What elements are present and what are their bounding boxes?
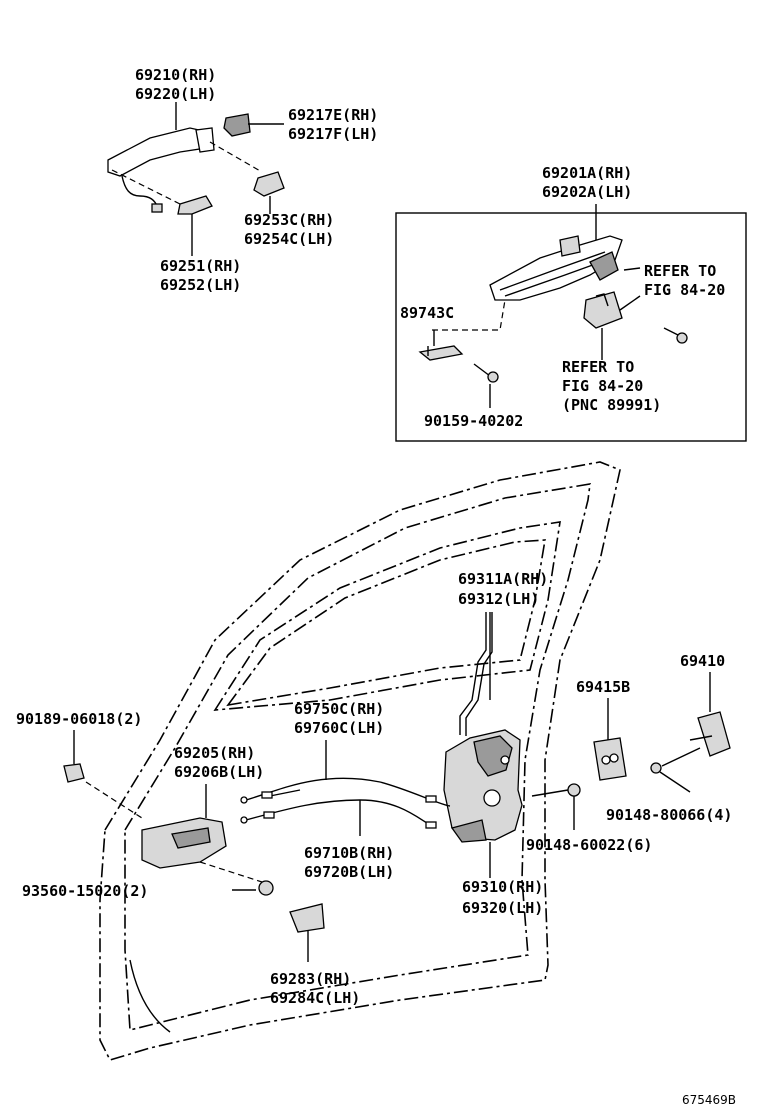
handle-cap (223, 113, 251, 137)
door-lock-assembly (443, 729, 523, 843)
label-refer2-line1: REFER TO (562, 358, 634, 376)
label-handle-cap-lh: 69217F(LH) (288, 125, 378, 143)
label-refer2-line2: FIG 84-20 (562, 377, 643, 395)
label-handle-cap-rh: 69217E(RH) (288, 106, 378, 124)
part-labels: 69210(RH) 69220(LH) 69217E(RH) 69217F(LH… (16, 66, 736, 1107)
lock-cover (289, 903, 325, 962)
label-cable-upper-lh: 69760C(LH) (294, 719, 384, 737)
label-refer1-line1: REFER TO (644, 262, 716, 280)
screw-93560 (199, 861, 274, 896)
striker-cover (593, 698, 627, 781)
clip-90189 (63, 730, 143, 819)
label-cover-rh: 69283(RH) (270, 970, 351, 988)
striker (689, 672, 731, 757)
label-cable-upper-rh: 69750C(RH) (294, 700, 384, 718)
inner-door-handle (141, 784, 227, 869)
inset-bracket-89743c (418, 345, 464, 361)
figure-id: 675469B (682, 1093, 736, 1107)
label-clip-90189: 90189-06018(2) (16, 710, 142, 728)
label-screw-90148-4: 90148-80066(4) (606, 806, 732, 824)
outer-handle-bracket (195, 127, 215, 153)
door-lock-cables (240, 740, 451, 836)
handle-pad-front (253, 171, 285, 197)
label-cable-lower-rh: 69710B(RH) (304, 844, 394, 862)
label-cover-lh: 69284C(LH) (270, 989, 360, 1007)
outer-handle-group (107, 113, 285, 215)
inset-screw-right (663, 327, 688, 344)
label-inner-handle-rh: 69205(RH) (174, 744, 255, 762)
door-frame-outline (99, 461, 621, 1061)
inset-handle-frame (489, 235, 623, 301)
label-striker-cover: 69415B (576, 678, 630, 696)
label-rod-rh: 69311A(RH) (458, 570, 548, 588)
label-rod-lh: 69312(LH) (458, 590, 539, 608)
inset-leaders (432, 267, 641, 408)
label-pad2-rh: 69251(RH) (160, 257, 241, 275)
label-frame-rh: 69201A(RH) (542, 164, 632, 182)
label-lock-lh: 69320(LH) (462, 899, 543, 917)
outer-handle-grip (107, 127, 209, 177)
leader-lines-top (175, 102, 284, 256)
label-screw-90148-6: 90148-60022(6) (526, 836, 652, 854)
handle-wire-harness (121, 175, 159, 209)
label-frame-lh: 69202A(LH) (542, 183, 632, 201)
label-lock-rh: 69310(RH) (462, 878, 543, 896)
door-lock-rod (459, 612, 493, 736)
label-pad-rh: 69253C(RH) (244, 211, 334, 229)
label-refer1-line2: FIG 84-20 (644, 281, 725, 299)
label-screw-93560: 93560-15020(2) (22, 882, 148, 900)
inset-frame-box (395, 212, 747, 442)
label-cable-lower-lh: 69720B(LH) (304, 863, 394, 881)
screw-90148-4 (650, 747, 701, 793)
label-bolt-90159: 90159-40202 (424, 412, 523, 430)
inset-module (583, 291, 623, 329)
label-pad2-lh: 69252(LH) (160, 276, 241, 294)
label-89743c: 89743C (400, 304, 454, 322)
screw-90148-6 (531, 783, 581, 830)
label-pad-lh: 69254C(LH) (244, 230, 334, 248)
harness-connector (151, 203, 163, 213)
label-handle-main-lh: 69220(LH) (135, 85, 216, 103)
handle-pad-rear (177, 195, 213, 215)
label-inner-handle-lh: 69206B(LH) (174, 763, 264, 781)
label-handle-main-rh: 69210(RH) (135, 66, 216, 84)
label-striker: 69410 (680, 652, 725, 670)
label-refer2-line3: (PNC 89991) (562, 396, 661, 414)
inset-screw (473, 363, 499, 383)
